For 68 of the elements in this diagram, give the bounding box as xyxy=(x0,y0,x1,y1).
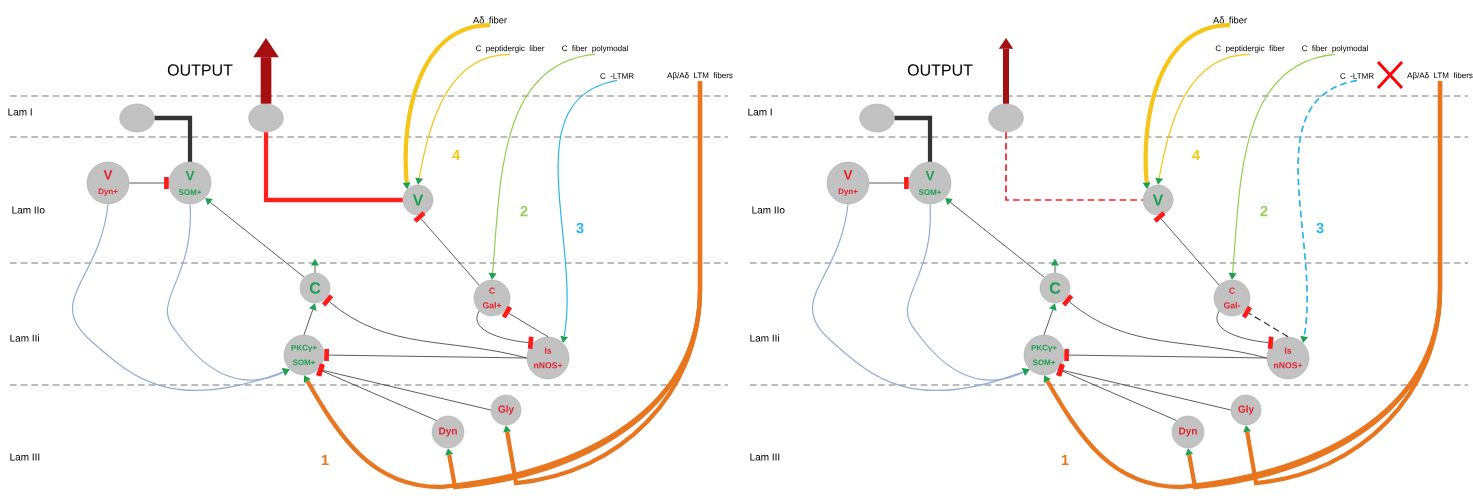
inhibitory-connector xyxy=(501,305,549,338)
inhibitory-connector xyxy=(1216,310,1274,349)
inhibitory-connector xyxy=(324,349,528,362)
pathway-number: 4 xyxy=(1192,149,1200,161)
neuron-circle xyxy=(988,103,1024,133)
connector xyxy=(154,115,193,162)
inhibitory-connector xyxy=(1153,211,1220,286)
fiber-arrow xyxy=(1155,53,1251,185)
fiber-arrow xyxy=(402,22,491,190)
fiber-label: C fiber polymodal xyxy=(1302,45,1368,53)
fiber-arrow xyxy=(557,79,618,343)
fiber-arrow xyxy=(1243,81,1443,486)
fiber-arrow xyxy=(1228,53,1336,280)
arrow xyxy=(311,258,319,274)
fiber-label: C -LTMR xyxy=(1340,73,1374,79)
pathway-number: 3 xyxy=(1316,222,1324,234)
fiber-label: C fiber polymodal xyxy=(562,45,628,53)
fiber-arrow xyxy=(488,53,596,280)
arrow xyxy=(945,198,1045,278)
lamina-label: Lam III xyxy=(750,453,780,461)
neuron-circle xyxy=(119,103,155,133)
inhibitory-connector xyxy=(128,177,169,189)
fiber-arrow xyxy=(503,81,703,486)
output-label: OUTPUT xyxy=(167,64,233,76)
inhibitory-connector xyxy=(1056,363,1232,411)
lamina-label: Lam IIo xyxy=(12,206,45,214)
output-arrow xyxy=(998,38,1014,104)
pathway-number: 1 xyxy=(321,454,329,466)
connector xyxy=(894,115,933,162)
fiber-label: Aδ fiber xyxy=(473,16,507,24)
output-arrow xyxy=(253,38,279,104)
inhibitory-connector xyxy=(1241,305,1289,338)
fiber-arrow xyxy=(166,203,290,381)
fiber-label: C -LTMR xyxy=(600,73,634,79)
arrow xyxy=(1043,303,1057,336)
fiber-arrow xyxy=(906,203,1030,381)
neuron-circle xyxy=(248,103,284,133)
connector xyxy=(263,132,403,203)
fiber-label: C peptidergic liber xyxy=(475,45,545,53)
pathway-number: 3 xyxy=(576,222,584,234)
fiber-label: C peptidergic fiber xyxy=(1215,45,1285,53)
arrow xyxy=(1051,258,1059,274)
inhibitory-connector xyxy=(476,310,534,349)
fiber-label: Aδ fiber xyxy=(1213,16,1247,24)
lamina-label: Lam IIo xyxy=(752,206,785,214)
connector xyxy=(1005,131,1144,201)
fiber-arrow xyxy=(1142,22,1231,190)
lamina-label: Lam III xyxy=(10,453,40,461)
inhibitory-connector xyxy=(868,177,909,189)
inhibitory-connector xyxy=(1064,349,1268,362)
lamina-label: Lam I xyxy=(8,108,32,116)
fiber-arrow xyxy=(415,53,511,185)
inhibitory-connector xyxy=(413,211,480,286)
pathway-number: 4 xyxy=(452,149,460,161)
pathway-number: 1 xyxy=(1061,454,1069,466)
arrow xyxy=(205,198,305,278)
inhibitory-connector xyxy=(316,363,492,411)
pathway-number: 2 xyxy=(1260,205,1268,217)
neuron-circle xyxy=(859,103,895,133)
output-label: OUTPUT xyxy=(907,64,973,76)
fiber-label: Aβ/Aδ LTM fibers xyxy=(1407,72,1473,80)
pathway-number: 2 xyxy=(520,205,528,217)
lamina-label: Lam IIi xyxy=(750,334,779,342)
lamina-label: Lam IIi xyxy=(10,334,39,342)
fiber-label: Aβ/Aδ LTM fibers xyxy=(667,72,733,80)
arrow xyxy=(303,303,317,336)
lamina-label: Lam I xyxy=(748,108,772,116)
fiber-arrow xyxy=(1297,79,1358,343)
